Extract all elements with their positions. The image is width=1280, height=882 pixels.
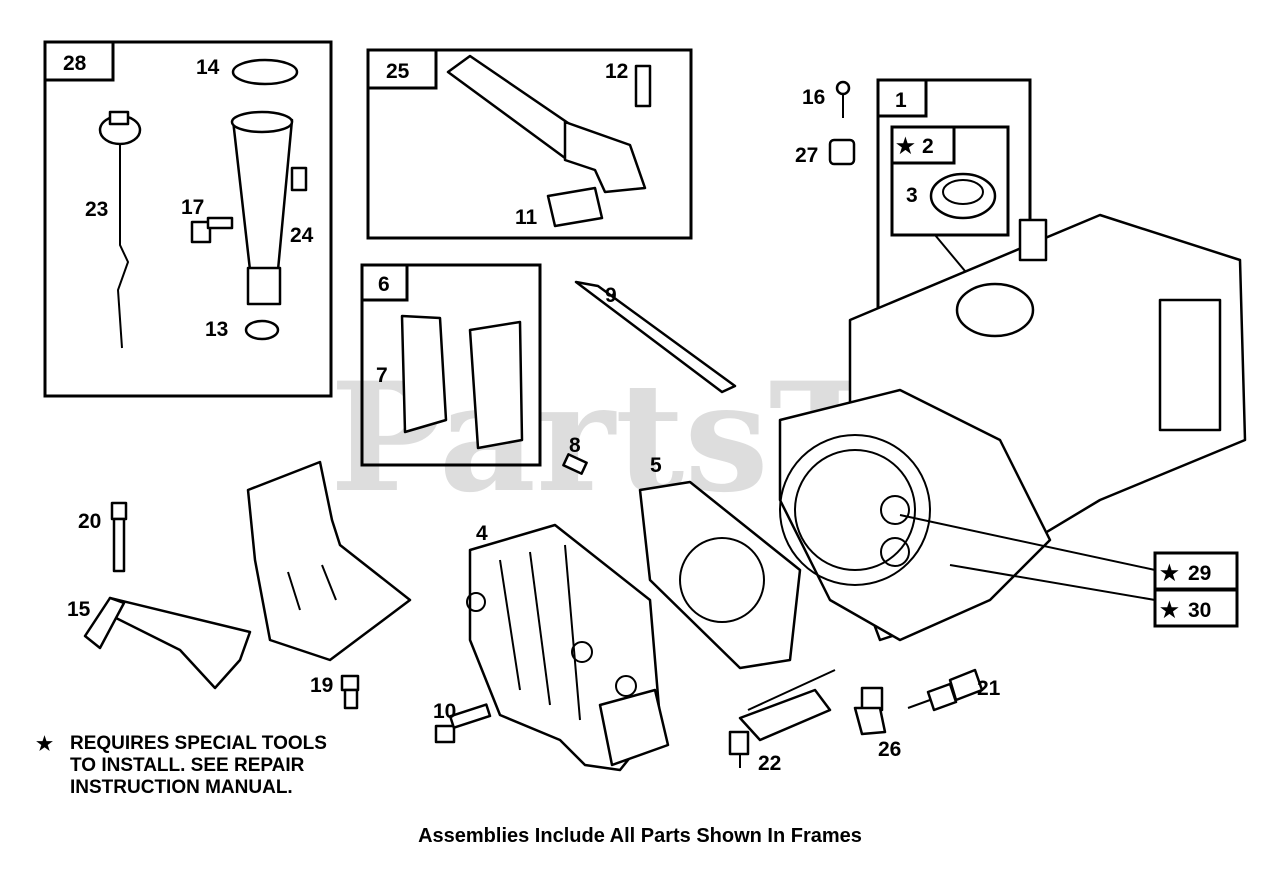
bolt-20-part (110, 501, 128, 573)
frame-label-2: 2 (922, 135, 934, 158)
frame-label-30: 30 (1188, 599, 1211, 622)
part-label-5: 5 (650, 454, 662, 477)
oil-fill-tube-part (230, 58, 308, 306)
leader-line-30 (949, 564, 1156, 601)
part-label-22: 22 (758, 752, 781, 775)
screw-19-part (340, 674, 360, 710)
part-label-24: 24 (290, 224, 314, 247)
part-label-15: 15 (67, 598, 91, 621)
part-label-8: 8 (569, 434, 581, 457)
frame-label-29-star: ★ (1160, 562, 1179, 585)
head-gasket-part (638, 480, 802, 670)
dipstick-part (98, 110, 142, 349)
frame-28: 28 (43, 40, 333, 398)
diagram-caption: Assemblies Include All Parts Shown In Fr… (418, 825, 862, 847)
screw-8-part (562, 453, 588, 475)
part-label-14: 14 (196, 56, 220, 79)
part-label-13: 13 (205, 318, 228, 341)
frame-label-1: 1 (895, 89, 907, 112)
frame-30: ★ 30 (1153, 588, 1239, 628)
special-tools-note: ★ REQUIRES SPECIAL TOOLS TO INSTALL. SEE… (36, 733, 327, 798)
spark-plug-part (907, 668, 984, 712)
part-label-26: 26 (878, 738, 901, 761)
part-label-9: 9 (605, 284, 617, 307)
frame-label-2-star: ★ (896, 135, 915, 158)
frame-label-6: 6 (378, 273, 390, 296)
intake-tube-part (446, 54, 652, 228)
part-label-17: 17 (181, 196, 204, 219)
note-line-3: INSTRUCTION MANUAL. (70, 777, 293, 798)
part-label-12: 12 (605, 60, 628, 83)
shroud-part (246, 460, 412, 662)
part-label-23: 23 (85, 198, 108, 221)
part-label-19: 19 (310, 674, 333, 697)
part-label-11: 11 (515, 206, 538, 229)
seal-3-part (929, 172, 997, 220)
bolt-16-part (835, 80, 851, 118)
o-ring-13-part (244, 319, 280, 341)
part-22 (728, 669, 836, 768)
part-label-27: 27 (795, 144, 818, 167)
part-label-3: 3 (906, 184, 918, 207)
leader-line-29 (899, 514, 1156, 571)
frame-label-29: 29 (1188, 562, 1211, 585)
frame-1: 1 (876, 78, 1032, 330)
gasket-7-part (400, 314, 524, 450)
frame-label-28: 28 (63, 52, 87, 75)
cylinder-block-part (778, 213, 1247, 642)
frame-label-25: 25 (386, 60, 410, 83)
cylinder-head-part (466, 523, 670, 772)
part-label-4: 4 (476, 522, 488, 545)
elbow-26-part (853, 686, 887, 736)
bracket-15-part (83, 596, 252, 690)
part-label-10: 10 (433, 700, 456, 723)
note-line-2: TO INSTALL. SEE REPAIR (70, 755, 305, 776)
note-star: ★ (36, 734, 53, 755)
part-label-20: 20 (78, 510, 101, 533)
frame-label-30-star: ★ (1160, 599, 1179, 622)
frame-29: ★ 29 (1153, 551, 1239, 591)
part-label-16: 16 (802, 86, 825, 109)
breather-tube-part (574, 280, 737, 394)
part-label-21: 21 (977, 677, 1001, 700)
frame-6: 6 (360, 263, 542, 467)
note-line-1: REQUIRES SPECIAL TOOLS (70, 733, 327, 754)
plug-27-part (828, 138, 856, 166)
frame-2: ★ 2 (890, 125, 1010, 237)
bolt-10-part (434, 703, 492, 744)
frame-25: 25 (366, 48, 693, 240)
bolt-17-part (190, 216, 234, 244)
part-label-7: 7 (376, 364, 388, 387)
